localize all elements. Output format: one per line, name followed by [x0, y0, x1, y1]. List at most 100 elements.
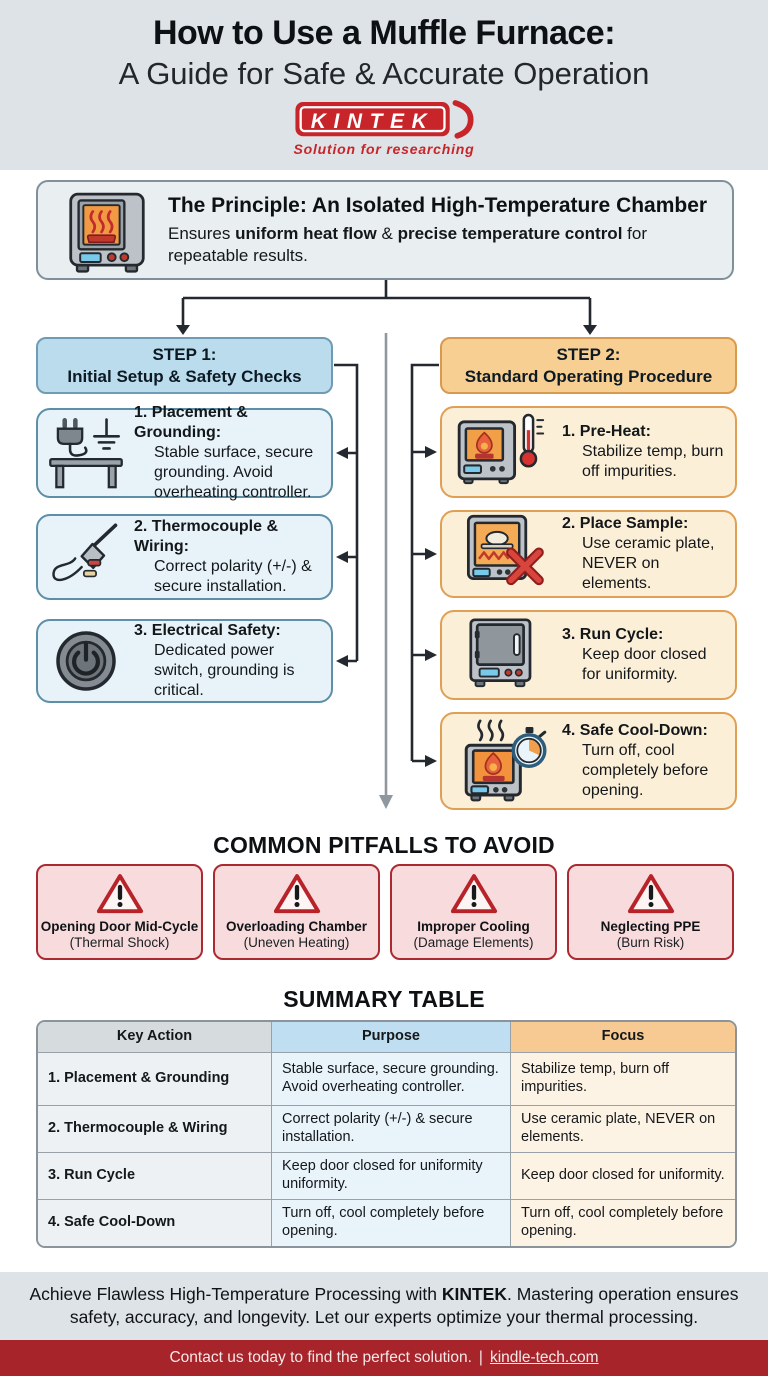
- principle-body-mid: &: [376, 224, 398, 243]
- item-body: Keep door closed for uniformity.: [582, 646, 707, 683]
- table-cell: Correct polarity (+/-) & secure installa…: [272, 1106, 511, 1153]
- step1-item-2-text: 2. Thermocouple & Wiring: Correct polari…: [134, 517, 331, 596]
- step1-item-3-text: 3. Electrical Safety: Dedicated power sw…: [134, 621, 331, 700]
- warning-triangle-icon: [96, 874, 143, 914]
- table-header-key-action: Key Action: [38, 1022, 272, 1053]
- furnace-cooldown-stopwatch-icon: [442, 717, 562, 805]
- table-cell: Stable surface, secure grounding. Avoid …: [272, 1053, 511, 1106]
- item-title: 4. Safe Cool-Down:: [562, 722, 708, 740]
- item-body: Stabilize temp, burn off impurities.: [582, 443, 724, 480]
- page-title: How to Use a Muffle Furnace:: [152, 14, 616, 52]
- table-cell: 1. Placement & Grounding: [38, 1053, 272, 1106]
- item-title: 1. Placement & Grounding:: [134, 404, 248, 442]
- contact-separator: |: [478, 1349, 483, 1366]
- pitfall-sub: (Thermal Shock): [69, 935, 170, 950]
- principle-card: The Principle: An Isolated High-Temperat…: [36, 180, 734, 280]
- step1-header: STEP 1: Initial Setup & Safety Checks: [36, 337, 333, 394]
- table-cell: Keep door closed for uniformity uniformi…: [272, 1153, 511, 1200]
- footer-brand: KINTEK: [441, 1283, 507, 1304]
- furnace-closed-door-icon: [442, 615, 562, 695]
- step2-item-3-text: 3. Run Cycle: Keep door closed for unifo…: [562, 625, 735, 684]
- summary-table: Key Action Purpose Focus 1. Placement & …: [36, 1020, 737, 1248]
- principle-body: Ensures uniform heat flow & precise temp…: [168, 223, 716, 267]
- pitfall-label: Overloading Chamber: [225, 919, 368, 934]
- table-header-focus: Focus: [511, 1022, 735, 1053]
- step1-title-line1: STEP 1:: [152, 345, 217, 365]
- footer-note-pre: Achieve Flawless High-Temperature Proces…: [29, 1283, 442, 1304]
- item-title: 3. Electrical Safety:: [134, 622, 281, 640]
- logo-text: KINTEK: [311, 110, 435, 133]
- pitfall-sub: (Burn Risk): [616, 935, 685, 950]
- item-title: 1. Pre-Heat:: [562, 423, 651, 441]
- step2-title-line2: Standard Operating Procedure: [464, 366, 713, 386]
- furnace-sample-x-icon: [442, 513, 562, 595]
- step1-card-placement: 1. Placement & Grounding: Stable surface…: [36, 404, 333, 501]
- step2-card-place-sample: 2. Place Sample: Use ceramic plate, NEVE…: [440, 510, 737, 598]
- table-cell: Turn off, cool completely before opening…: [272, 1200, 511, 1246]
- pitfall-card-cooling: Improper Cooling (Damage Elements): [390, 864, 557, 960]
- furnace-thermometer-icon: [442, 410, 562, 494]
- table-header-purpose: Purpose: [272, 1022, 511, 1053]
- contact-bar: Contact us today to find the perfect sol…: [0, 1340, 768, 1376]
- pitfalls-title: COMMON PITFALLS TO AVOID: [213, 832, 555, 858]
- pitfall-card-overloading: Overloading Chamber (Uneven Heating): [213, 864, 380, 960]
- item-title: 3. Run Cycle:: [562, 626, 664, 644]
- item-body: Correct polarity (+/-) & secure installa…: [154, 558, 312, 595]
- item-body: Turn off, cool completely before opening…: [582, 742, 709, 799]
- principle-body-post: for repeatable results.: [168, 224, 647, 266]
- item-title: 2. Thermocouple & Wiring:: [134, 518, 279, 556]
- contact-text: Contact us today to find the perfect sol…: [169, 1349, 472, 1366]
- principle-bold-2: precise temperature control: [397, 224, 623, 243]
- step1-title-line2: Initial Setup & Safety Checks: [67, 366, 302, 386]
- step2-card-preheat: 1. Pre-Heat: Stabilize temp, burn off im…: [440, 406, 737, 498]
- item-title: 2. Place Sample:: [562, 515, 689, 533]
- kintek-logo-icon: KINTEK: [295, 100, 474, 139]
- table-cell: 3. Run Cycle: [38, 1153, 272, 1200]
- pitfall-label: Improper Cooling: [417, 919, 530, 934]
- step2-item-2-text: 2. Place Sample: Use ceramic plate, NEVE…: [562, 514, 735, 593]
- footer-band: Achieve Flawless High-Temperature Proces…: [0, 1272, 768, 1340]
- step2-card-run-cycle: 3. Run Cycle: Keep door closed for unifo…: [440, 610, 737, 700]
- plug-ground-table-icon: [38, 415, 134, 491]
- principle-body-pre: Ensures: [168, 224, 236, 243]
- step2-item-4-text: 4. Safe Cool-Down: Turn off, cool comple…: [562, 721, 735, 800]
- principle-bold-1: uniform heat flow: [235, 224, 377, 243]
- item-body: Stable surface, secure grounding. Avoid …: [154, 444, 314, 501]
- step1-card-electrical: 3. Electrical Safety: Dedicated power sw…: [36, 619, 333, 703]
- logo-tagline: Solution for researching: [293, 141, 475, 157]
- step2-card-cooldown: 4. Safe Cool-Down: Turn off, cool comple…: [440, 712, 737, 810]
- pitfall-label: Neglecting PPE: [600, 919, 701, 934]
- step1-item-1-text: 1. Placement & Grounding: Stable surface…: [134, 403, 331, 502]
- table-cell: 2. Thermocouple & Wiring: [38, 1106, 272, 1153]
- power-button-icon: [38, 626, 134, 696]
- contact-link[interactable]: kindle-tech.com: [489, 1349, 599, 1366]
- muffle-furnace-icon: [66, 191, 148, 273]
- step2-header: STEP 2: Standard Operating Procedure: [440, 337, 737, 394]
- kintek-logo: KINTEK: [284, 100, 484, 142]
- item-body: Use ceramic plate, NEVER on elements.: [582, 535, 715, 592]
- footer-note-post: . Mastering operation ensures safety, ac…: [69, 1283, 739, 1327]
- warning-triangle-icon: [627, 874, 674, 914]
- pitfall-sub: (Damage Elements): [413, 935, 534, 950]
- step1-card-thermocouple: 2. Thermocouple & Wiring: Correct polari…: [36, 514, 333, 600]
- item-body: Dedicated power switch, grounding is cri…: [154, 642, 295, 699]
- table-cell: Use ceramic plate, NEVER on elements.: [511, 1106, 735, 1153]
- pitfall-card-ppe: Neglecting PPE (Burn Risk): [567, 864, 734, 960]
- principle-title: The Principle: An Isolated High-Temperat…: [168, 194, 708, 217]
- pitfall-sub: (Uneven Heating): [243, 935, 350, 950]
- summary-title: SUMMARY TABLE: [283, 986, 485, 1012]
- table-cell: Turn off, cool completely before opening…: [511, 1200, 735, 1246]
- step2-title-line1: STEP 2:: [556, 345, 621, 365]
- pitfall-label: Opening Door Mid-Cycle: [40, 919, 199, 934]
- thermocouple-icon: [38, 521, 134, 593]
- header-band: [0, 0, 768, 170]
- footer-note: Achieve Flawless High-Temperature Proces…: [22, 1283, 746, 1329]
- step2-item-1-text: 1. Pre-Heat: Stabilize temp, burn off im…: [562, 422, 735, 481]
- table-cell: 4. Safe Cool-Down: [38, 1200, 272, 1246]
- page-subtitle: A Guide for Safe & Accurate Operation: [118, 56, 650, 91]
- warning-triangle-icon: [450, 874, 497, 914]
- pitfall-card-door: Opening Door Mid-Cycle (Thermal Shock): [36, 864, 203, 960]
- warning-triangle-icon: [273, 874, 320, 914]
- table-cell: Stabilize temp, burn off impurities.: [511, 1053, 735, 1106]
